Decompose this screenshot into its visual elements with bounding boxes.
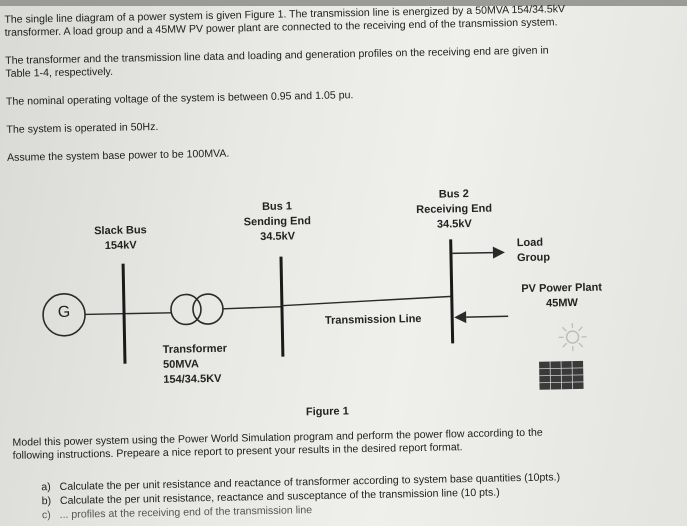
bus2-voltage: 34.5kV xyxy=(436,217,472,231)
transmission-line-label: Transmission Line xyxy=(324,312,422,327)
item-a-marker: a) xyxy=(41,481,51,494)
transformer-label: Transformer 50MVA 154/34.5KV xyxy=(163,341,250,388)
bus1-subtitle: Sending End xyxy=(243,215,312,229)
item-c-marker: c) xyxy=(41,509,51,522)
pv-plant-label: PV Power Plant 45MW xyxy=(512,280,613,312)
sun-icon xyxy=(558,323,587,352)
item-b-marker: b) xyxy=(41,495,52,508)
transformer-ratio: 154/34.5KV xyxy=(163,372,222,386)
pv-plant-title: PV Power Plant xyxy=(521,281,603,296)
load-title: Load xyxy=(516,236,544,250)
slack-bus-label: Slack Bus 154kV xyxy=(80,223,161,255)
gen-to-transformer-line xyxy=(85,312,172,316)
load-arrow-line xyxy=(450,251,493,255)
transformer-to-bus1-line xyxy=(222,305,282,310)
page-top-edge xyxy=(0,0,687,6)
pv-arrow-head xyxy=(454,311,467,324)
slack-bus-title: Slack Bus xyxy=(94,224,147,238)
bus1-title: Bus 1 xyxy=(261,200,293,214)
transmission-line xyxy=(281,295,452,307)
load-arrow-head xyxy=(492,246,505,259)
bus1-voltage: 34.5kV xyxy=(260,230,296,244)
figure-caption: Figure 1 xyxy=(305,405,349,419)
load-label: Load Group xyxy=(517,235,562,266)
bus2-bar xyxy=(449,239,455,344)
bus1-label: Bus 1 Sending End 34.5kV xyxy=(232,199,323,246)
slack-bus-bar xyxy=(121,263,127,364)
transformer-title: Transformer xyxy=(162,342,228,356)
pv-arrow-line xyxy=(466,315,509,318)
transformer-winding-1 xyxy=(170,293,202,326)
pv-plant-capacity: 45MW xyxy=(545,296,578,310)
solar-panel-icon xyxy=(539,360,584,390)
load-subtitle: Group xyxy=(516,251,551,265)
generator-label: G xyxy=(57,303,71,321)
bus2-label: Bus 2 Receiving End 34.5kV xyxy=(404,186,505,233)
bus1-bar xyxy=(279,256,285,357)
transformer-winding-2 xyxy=(192,293,224,325)
transformer-rating: 50MVA xyxy=(162,358,200,371)
slack-bus-voltage: 154kV xyxy=(104,239,137,253)
bus2-subtitle: Receiving End xyxy=(416,202,493,217)
